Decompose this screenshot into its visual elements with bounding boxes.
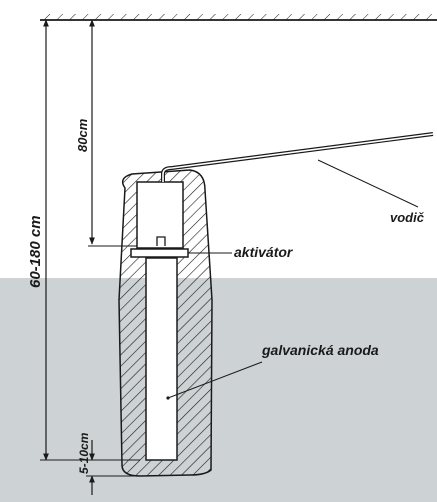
label-total-depth: 60-180 cm [27,215,44,288]
anode-body [145,257,178,461]
label-activator-depth: 80cm [75,118,90,152]
dimension-bottom-clearance [86,440,140,495]
label-bottom-clearance: 5-10cm [77,432,91,474]
wire [161,132,434,182]
anode-leader [167,361,263,399]
ground-surface [40,14,437,21]
label-activator: aktivátor [234,244,294,260]
activator-cap [130,248,189,258]
activator-contact [156,236,166,246]
activator-tube [136,181,184,249]
label-wire: vodič [390,210,425,225]
wire-leader [317,159,419,208]
groundwater-zone [0,278,437,502]
dimension-activator-depth [88,19,137,247]
label-anode: galvanická anoda [261,342,379,358]
